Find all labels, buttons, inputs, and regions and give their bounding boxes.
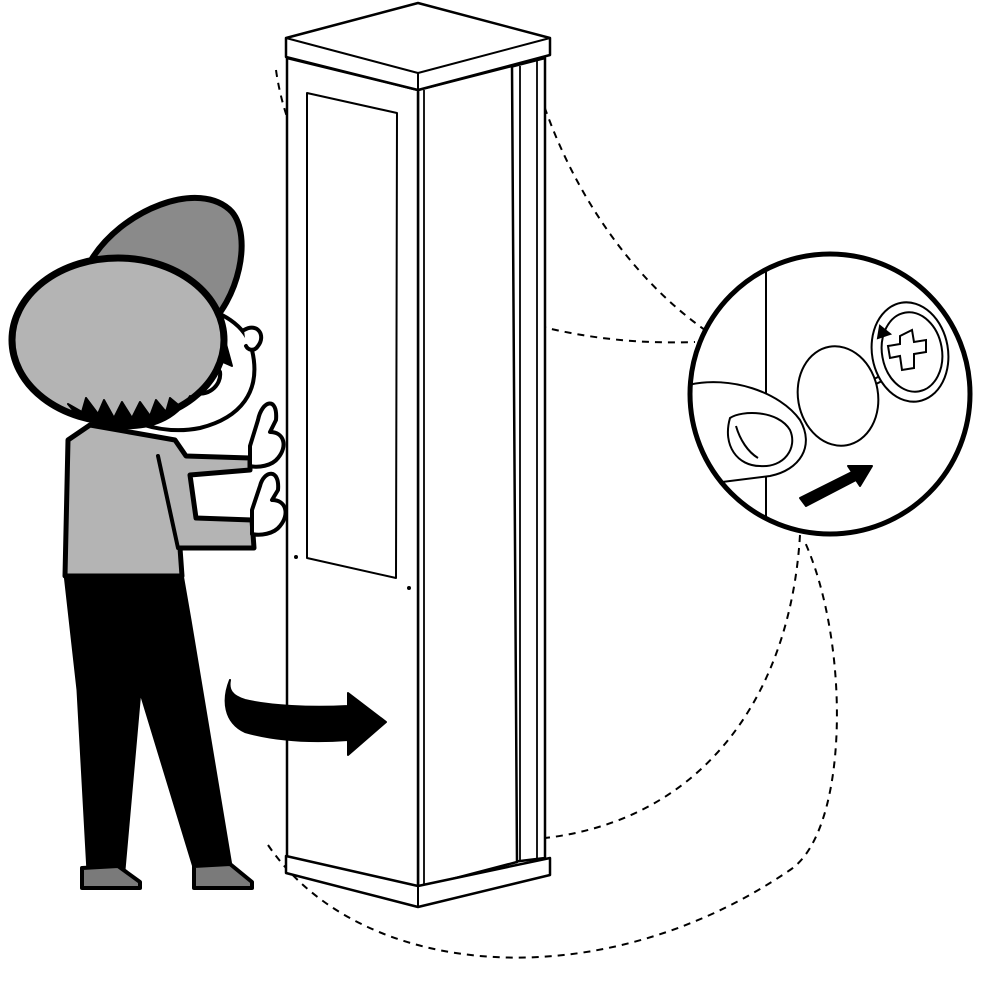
cabinet-right-face (418, 66, 517, 888)
person-right-shoe (194, 864, 252, 888)
leader-top-right (533, 70, 705, 330)
hinge-hole-left (294, 555, 298, 559)
person (12, 198, 286, 888)
person-left-shoe (82, 866, 140, 888)
person-pants (65, 574, 232, 874)
leader-bottom-right (545, 535, 800, 838)
detail-callout (688, 250, 970, 545)
cabinet (286, 3, 550, 907)
person-lower-hand (252, 474, 286, 535)
hinge-hole-right (407, 586, 411, 590)
person-upper-hand (250, 403, 284, 466)
callout-fingernail (728, 413, 792, 466)
person-shirt (65, 425, 254, 576)
cabinet-door-panel (307, 93, 397, 578)
person-ear (244, 328, 261, 350)
person-cap-brim (12, 258, 224, 422)
